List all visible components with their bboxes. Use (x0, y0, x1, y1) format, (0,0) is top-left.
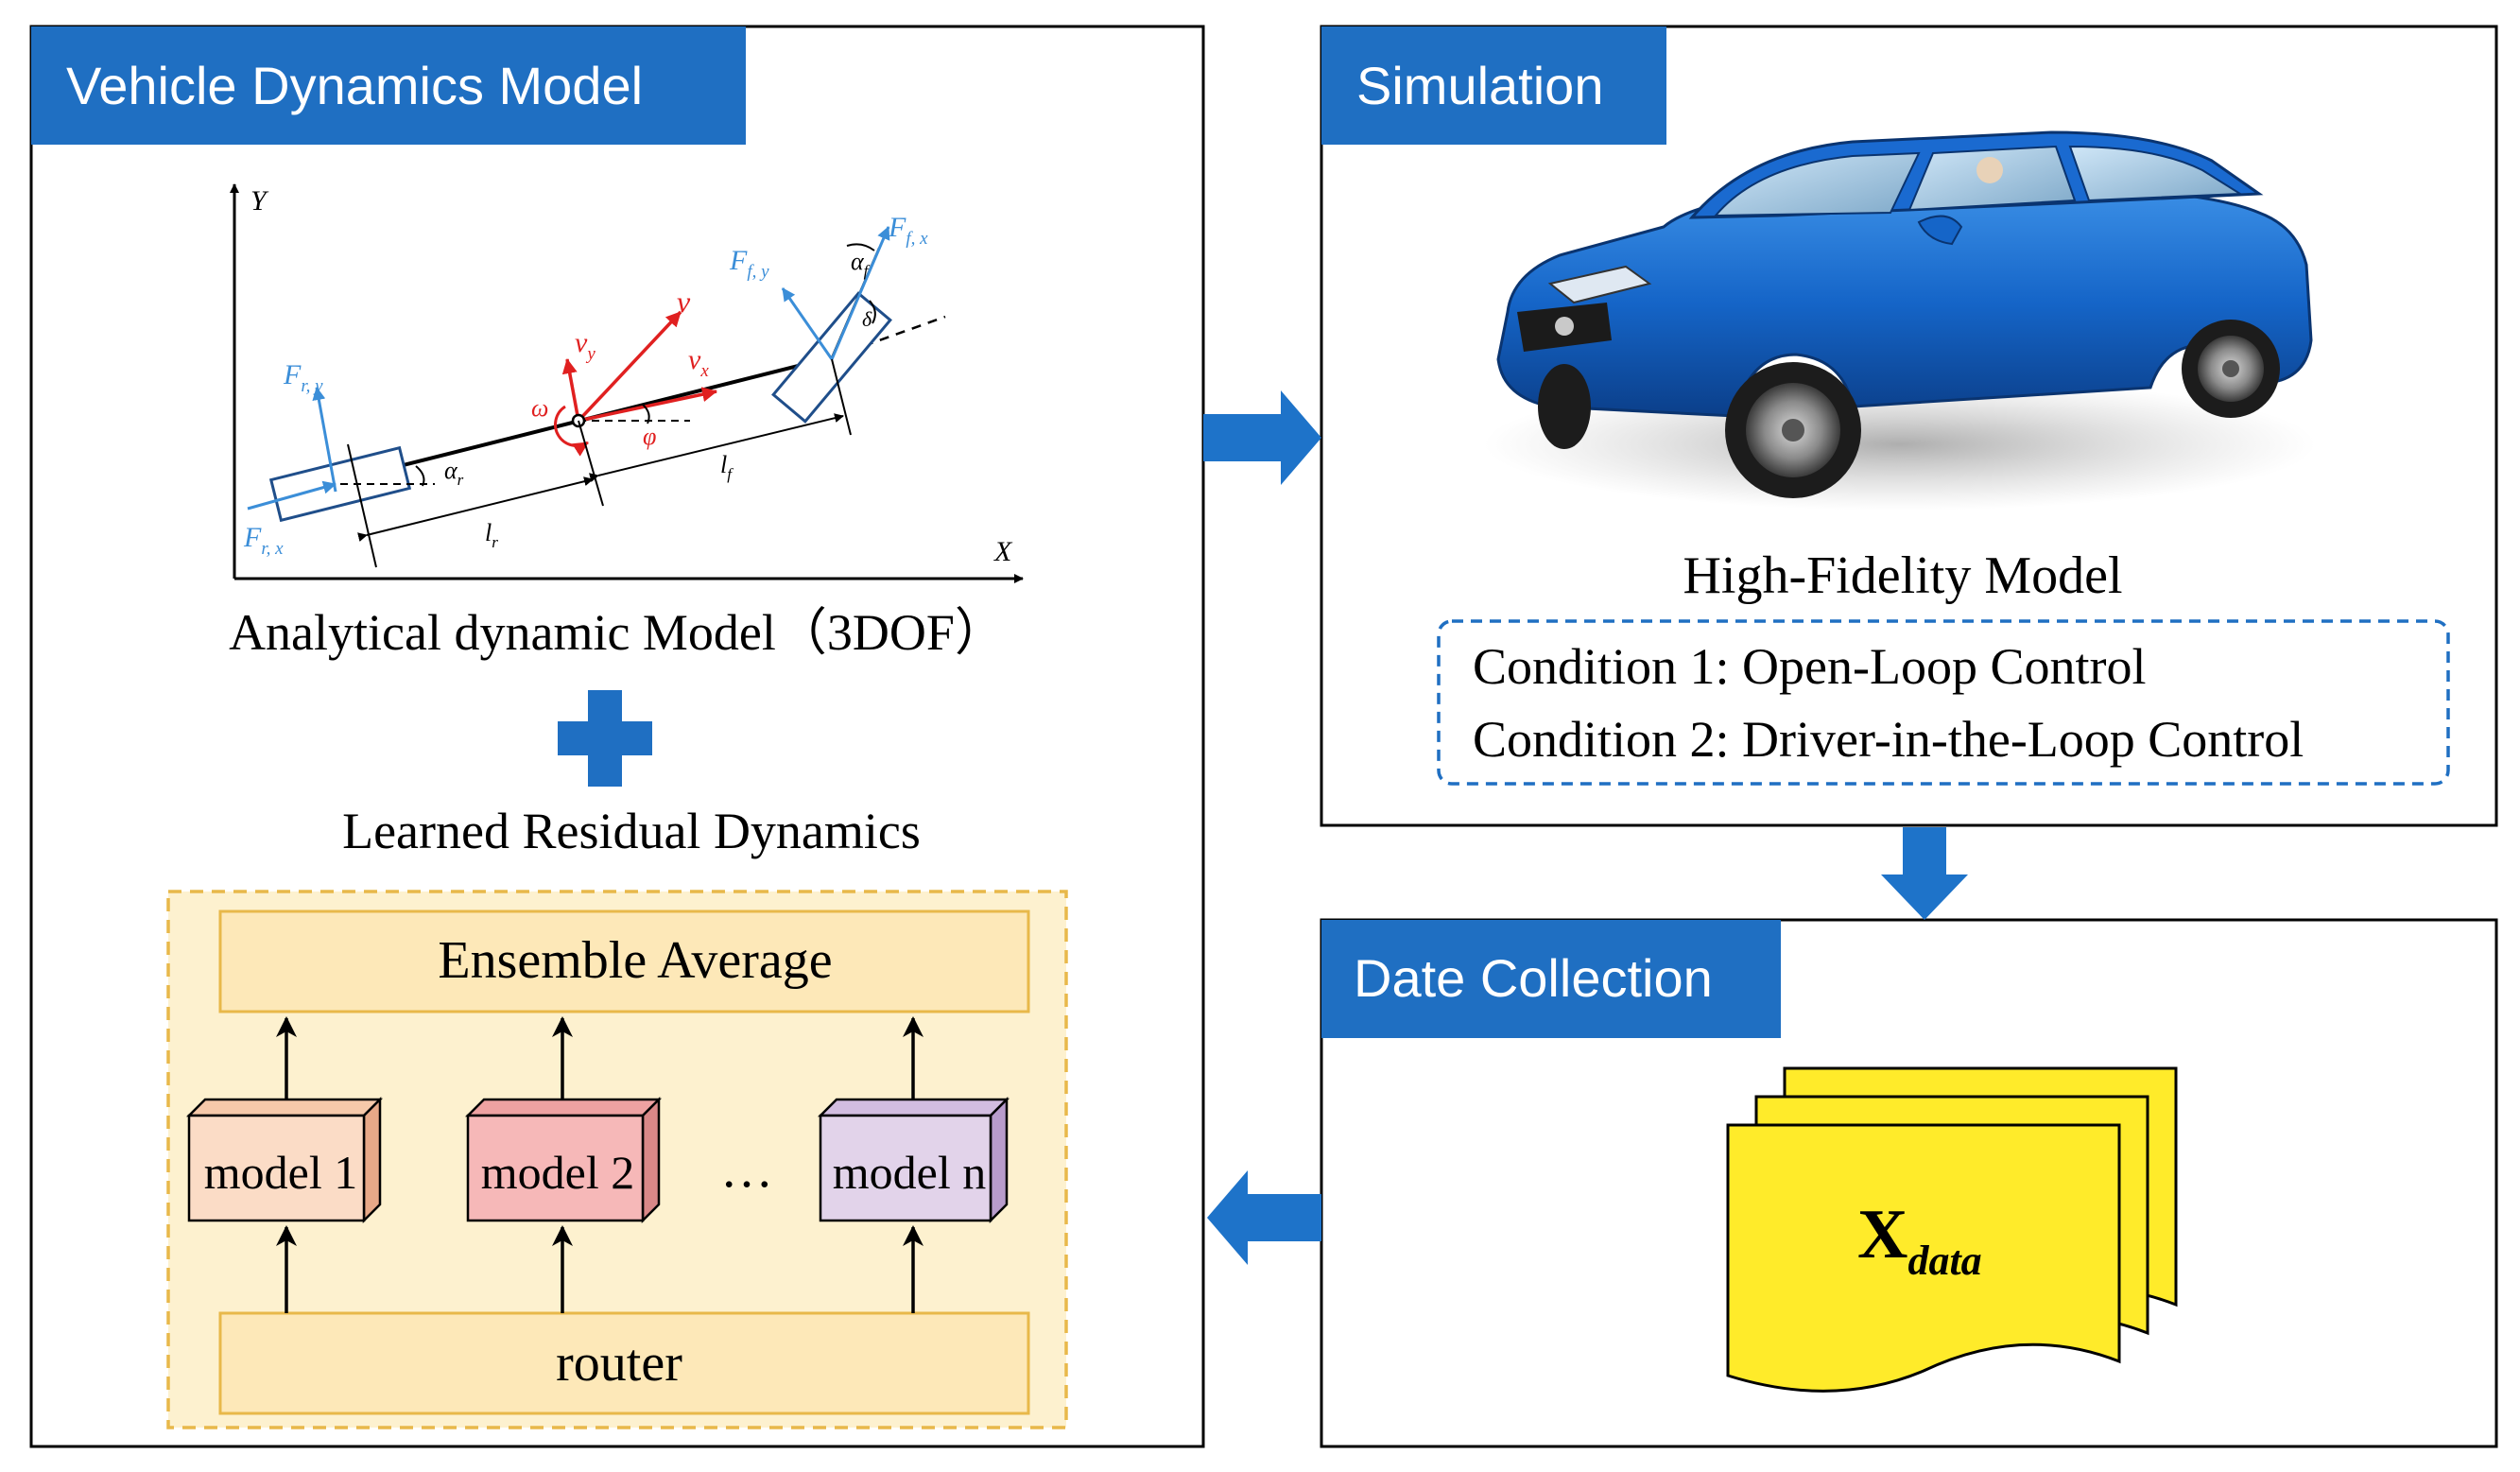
bicycle-model-sketch: Y X (230, 183, 1024, 583)
arrow-simulation-to-data (1881, 827, 1968, 920)
conditions-box (1437, 619, 2450, 786)
model-n-cube: model n (817, 1096, 1010, 1224)
label-v-y: vy (575, 327, 595, 364)
arrow-data-to-model (1207, 1170, 1321, 1265)
y-axis-label: Y (250, 185, 269, 216)
force-rear-longitudinal (247, 480, 337, 511)
yaw-rate-arc (554, 405, 589, 457)
condition-1-text: Condition 1: Open-Loop Control (1473, 638, 2146, 695)
label-phi: φ (643, 423, 656, 450)
plus-icon (558, 690, 652, 787)
force-front-longitudinal (830, 226, 890, 360)
velocity-vector (577, 310, 682, 423)
model-2-cube: model 2 (464, 1096, 663, 1224)
data-collection-title: Date Collection (1354, 948, 1713, 1008)
x-axis-label: X (993, 536, 1013, 567)
model-1-cube: model 1 (185, 1096, 384, 1224)
dim-line-lr (357, 476, 594, 543)
ensemble-average-box (218, 909, 1030, 1013)
car-badge (1555, 317, 1574, 336)
condition-2-text: Condition 2: Driver-in-the-Loop Control (1473, 711, 2304, 768)
car-front-wheel (1725, 362, 1861, 498)
car-headlight (1547, 265, 1652, 304)
flow-arrows (1203, 390, 1968, 1265)
ensemble-average-label: Ensemble Average (438, 931, 832, 990)
label-alpha-r: αr (444, 457, 464, 489)
data-collection-header (1321, 920, 1781, 1038)
high-fidelity-model-label: High-Fidelity Model (1683, 546, 2122, 605)
high-fidelity-car-image (1484, 130, 2316, 511)
data-symbol-label: Xdata (1857, 1196, 1982, 1284)
label-alpha-f: αf (851, 248, 871, 280)
car-rear-side-window (2068, 145, 2244, 202)
label-v-x: vx (688, 344, 709, 381)
simulation-title: Simulation (1356, 56, 1603, 115)
models-ellipsis: … (720, 1140, 773, 1199)
label-delta: δ (862, 307, 872, 331)
force-rear-lateral (312, 387, 337, 493)
simulation-panel: Simulation (1320, 25, 2498, 827)
dim-line-lf (589, 413, 844, 482)
label-l-f: lf (720, 451, 734, 483)
model-2-label: model 2 (481, 1146, 634, 1199)
simulation-header (1321, 26, 1666, 145)
vehicle-dynamics-title: Vehicle Dynamics Model (66, 56, 643, 115)
alpha-f-arc (846, 243, 875, 251)
label-l-r: lr (485, 519, 498, 551)
data-document-stack-icon: Xdata (1726, 1066, 2178, 1393)
car-side-mirror (1917, 215, 1963, 246)
residual-dynamics-block: Ensemble Average router model 1 model 2 … (166, 890, 1068, 1429)
label-omega: ω (531, 394, 548, 422)
label-v: v (677, 285, 691, 319)
router-label: router (556, 1334, 682, 1393)
label-f-r-x: Fr, x (243, 522, 284, 559)
label-f-f-x: Ff, x (888, 212, 928, 249)
vehicle-dynamics-panel: Vehicle Dynamics Model Y X (29, 25, 1205, 1448)
arrow-model-to-simulation (1203, 390, 1321, 485)
force-front-lateral (781, 287, 834, 360)
model-n-label: model n (833, 1146, 986, 1199)
analytical-model-caption: Analytical dynamic Model（3DOF） (229, 604, 1006, 661)
car-windshield (1713, 151, 1921, 217)
residual-dynamics-caption: Learned Residual Dynamics (342, 803, 921, 859)
driver-head (1976, 157, 2003, 183)
delta-arc (869, 300, 876, 324)
label-f-r-y: Fr, y (283, 359, 323, 396)
data-collection-panel: Date Collection Xdata (1320, 918, 2498, 1448)
car-far-front-wheel (1538, 364, 1591, 449)
label-f-f-y: Ff, y (729, 245, 769, 282)
vehicle-dynamics-header (31, 26, 746, 145)
router-box (218, 1311, 1030, 1415)
model-1-label: model 1 (204, 1146, 357, 1199)
velocity-lateral (561, 358, 580, 422)
document-sheet-front (1726, 1123, 2121, 1393)
car-rear-wheel (2182, 320, 2280, 418)
dim-tick-front (831, 358, 852, 436)
